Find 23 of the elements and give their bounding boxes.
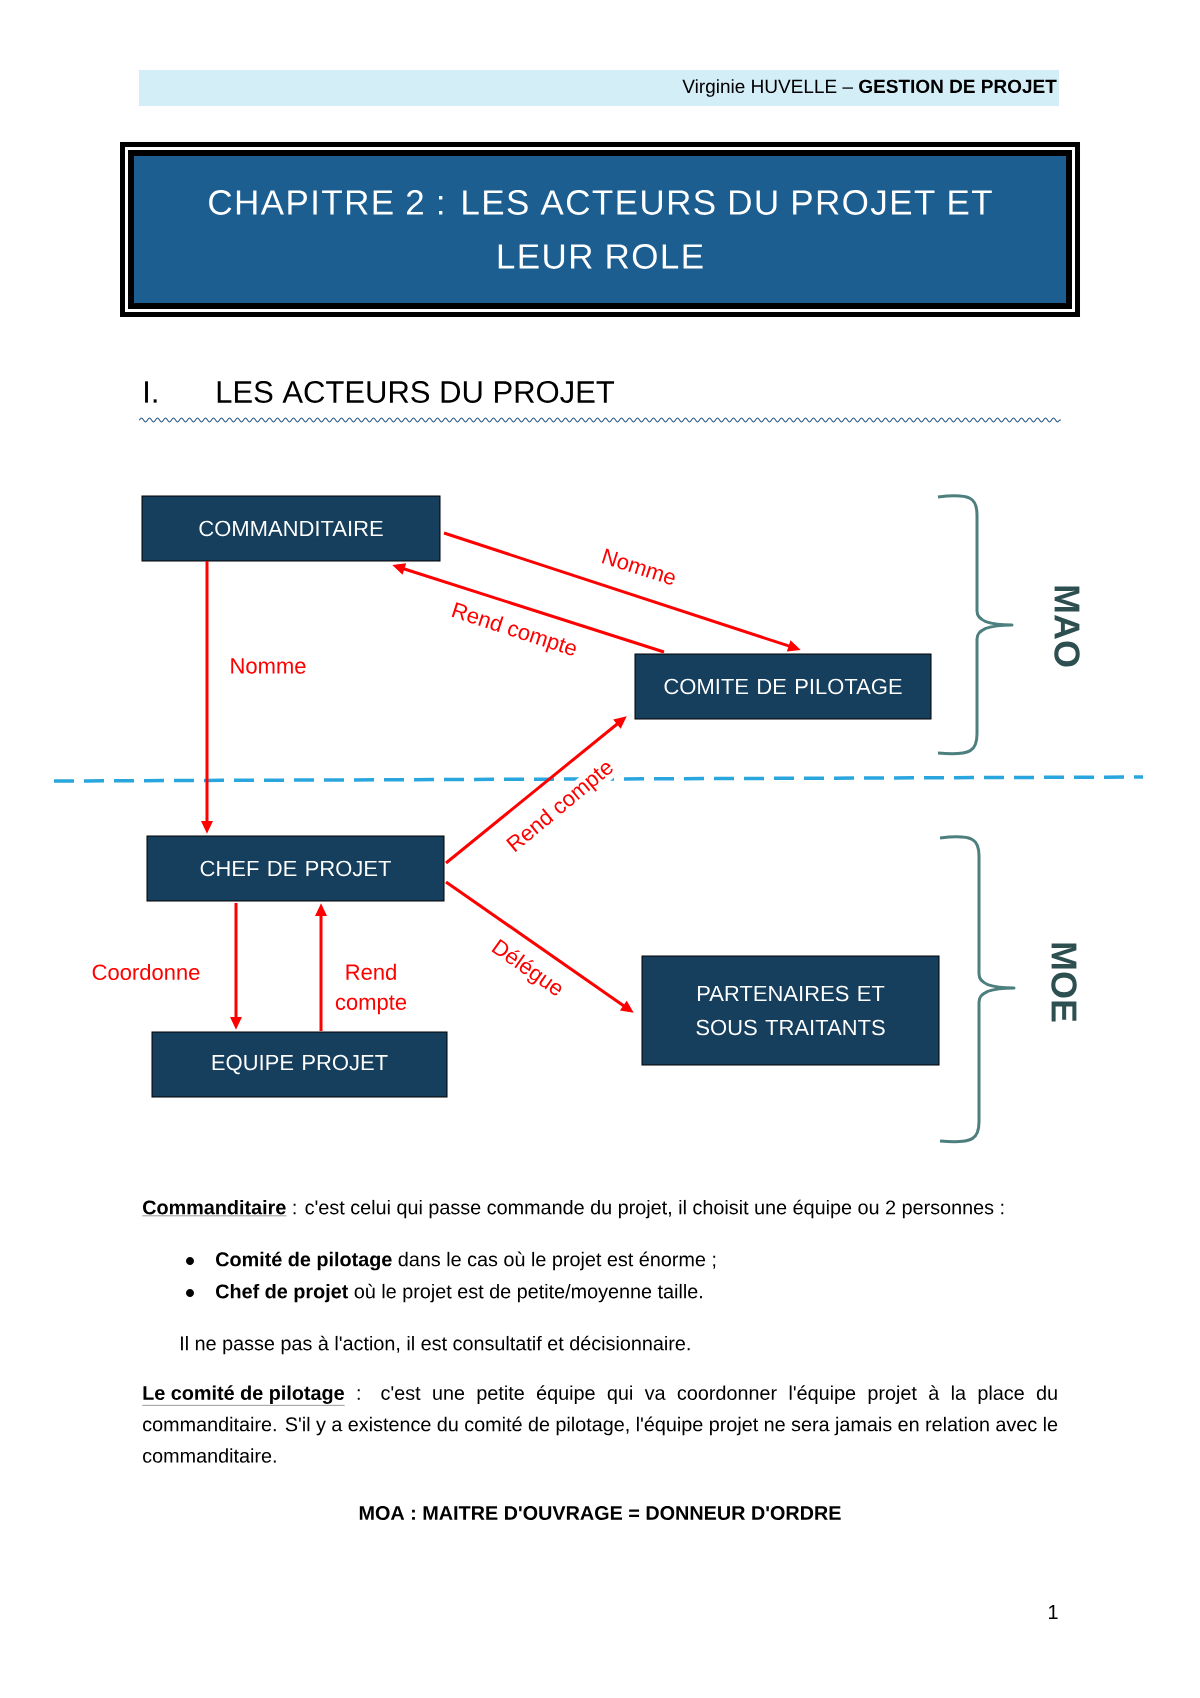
brace-label: MAO — [1054, 586, 1080, 667]
edge-label: Rend compte — [330, 962, 412, 1016]
paragraph: Commanditaire : c'est celui qui passe commande du projet, il choisit une équipe ou 2 personnes : — [142, 1199, 1004, 1219]
list-item-text: Comité de pilotage dans le cas où le projet est énorme ; — [216, 1251, 716, 1271]
brace-label: MOE — [1051, 943, 1077, 1022]
paragraph: Il ne passe pas à l'action, il est consultatif et décisionnaire. — [181, 1335, 690, 1355]
list-item-text: Chef de projet où le projet est de petite/moyenne taille. — [216, 1283, 702, 1303]
actor-box: COMMANDITAIRE — [141, 495, 441, 562]
edge-label: Coordonne — [90, 962, 202, 982]
definition-line: MOA : MAITRE D'OUVRAGE = DONNEUR D'ORDRE — [359, 1506, 841, 1520]
actor-box: COMITE DE PILOTAGE — [634, 653, 932, 720]
actor-box: CHEF DE PROJET — [146, 835, 445, 902]
section-heading: LES ACTEURS DU PROJET — [217, 381, 615, 403]
page-header: Virginie HUVELLE – GESTION DE PROJET — [139, 70, 1059, 106]
section-number: I. — [145, 381, 157, 403]
edge-label: Rend compte — [447, 599, 581, 663]
edge-label: Nomme — [598, 546, 680, 588]
page-number: 1 — [1048, 1605, 1058, 1619]
paragraph: Le comité de pilotage : c'est une petite équipe qui va coordonner l'équipe projet à la place du commanditaire. S'il y a existence du comité de pilotage, l'équipe projet ne sera jamais en relation avec le commanditaire. — [142, 1385, 1058, 1463]
edge-label: Nomme — [228, 657, 308, 675]
title-banner: CHAPITRE 2 : LES ACTEURS DU PROJET ET LEUR ROLE — [120, 142, 1080, 317]
actor-box: EQUIPE PROJET — [151, 1031, 448, 1098]
actor-box: PARTENAIRES ET SOUS TRAITANTS — [641, 955, 940, 1066]
